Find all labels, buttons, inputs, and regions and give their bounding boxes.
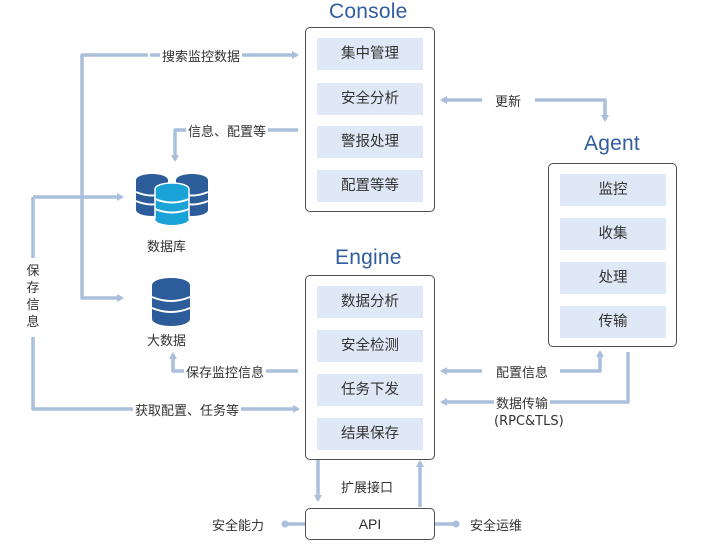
console-item-config-etc[interactable]: 配置等等 (317, 170, 423, 202)
agent-item-process[interactable]: 处理 (560, 262, 666, 294)
engine-item-task-dispatch[interactable]: 任务下发 (317, 374, 423, 406)
security-ops-label: 安全运维 (470, 519, 523, 534)
agent-item-transfer[interactable]: 传输 (560, 306, 666, 338)
agent-panel: 监控 收集 处理 传输 (548, 163, 677, 347)
api-box[interactable]: API (305, 508, 435, 540)
console-item-alert-handling[interactable]: 警报处理 (317, 126, 423, 158)
security-capability-dot (281, 520, 289, 528)
search-trunk (80, 53, 148, 302)
console-item-security-analysis[interactable]: 安全分析 (317, 83, 423, 115)
engine-item-result-save[interactable]: 结果保存 (317, 418, 423, 450)
database-label: 数据库 (147, 240, 187, 255)
engine-title: Engine (335, 246, 402, 269)
engine-item-security-detection[interactable]: 安全检测 (317, 330, 423, 362)
agent-title: Agent (584, 132, 640, 155)
info-config-label: 信息、配置等 (186, 121, 269, 140)
bigdata-label: 大数据 (147, 334, 187, 349)
agent-item-monitor[interactable]: 监控 (560, 174, 666, 206)
console-item-centralized-management[interactable]: 集中管理 (317, 38, 423, 70)
protocol-label: (RPC&TLS) (494, 414, 564, 429)
console-title: Console (329, 0, 408, 23)
ext-interface-label: 扩展接口 (341, 481, 394, 496)
save-monitor-info-label: 保存监控信息 (184, 362, 267, 381)
security-ops-dot (452, 520, 460, 528)
data-transfer-label: 数据传输 (494, 393, 551, 412)
config-info-label: 配置信息 (494, 362, 551, 381)
database-icon (135, 174, 209, 225)
agent-item-collect[interactable]: 收集 (560, 218, 666, 250)
console-panel: 集中管理 安全分析 警报处理 配置等等 (305, 27, 435, 212)
security-capability-label: 安全能力 (212, 519, 265, 534)
update-arrow-right (535, 98, 609, 122)
engine-item-data-analysis[interactable]: 数据分析 (317, 286, 423, 318)
engine-panel: 数据分析 安全检测 任务下发 结果保存 (305, 275, 435, 460)
update-label: 更新 (493, 91, 524, 110)
get-config-label: 获取配置、任务等 (133, 400, 242, 419)
bigdata-icon (151, 278, 191, 326)
search-monitor-data-label: 搜索监控数据 (160, 46, 243, 65)
save-info-vertical-label: 保存信息 (26, 264, 40, 330)
config-info-arrow-b (560, 350, 604, 373)
